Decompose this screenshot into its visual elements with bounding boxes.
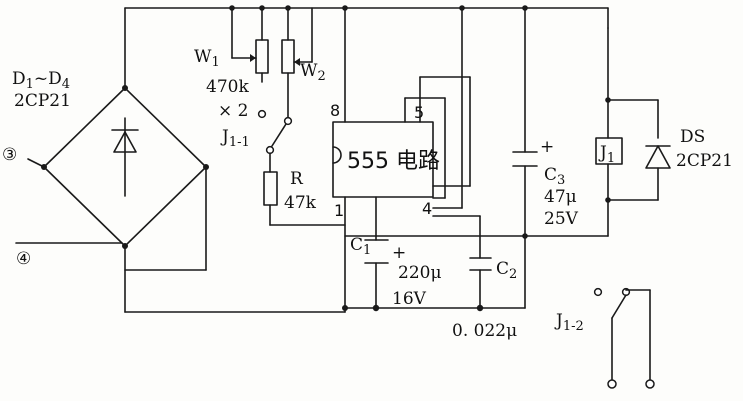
- potentiometers: [231, 7, 346, 226]
- svg-text:C2: C2: [496, 259, 517, 282]
- c2-value: 0. 022μ: [452, 321, 517, 341]
- j11-name: J: [220, 127, 229, 147]
- capacitor-c2: [469, 257, 492, 309]
- c1-voltage: 16V: [392, 289, 427, 309]
- c1-name: C: [350, 235, 363, 255]
- c3-name: C: [544, 165, 557, 185]
- capacitor-c3: [344, 7, 609, 309]
- capacitor-c1: [364, 239, 389, 309]
- svg-text:J1: J1: [598, 143, 615, 166]
- c3-voltage: 25V: [544, 209, 579, 229]
- terminal-3: ③: [2, 145, 17, 165]
- c1-polarity: +: [392, 243, 406, 263]
- c3-polarity: +: [540, 137, 554, 157]
- pin-1: 1: [334, 201, 344, 220]
- pin-8: 8: [330, 101, 340, 120]
- ic-555: [332, 7, 481, 309]
- pin-5: 5: [414, 103, 424, 122]
- ic-label: 555 电路: [347, 149, 440, 174]
- relay-and-diode: [595, 27, 671, 237]
- relay-name: J: [598, 143, 607, 163]
- w2-name: W: [300, 61, 318, 81]
- ds-name: DS: [680, 127, 705, 147]
- terminal-4: ④: [16, 249, 31, 269]
- bridge-rectifier: [15, 85, 209, 313]
- c2-name: C: [496, 259, 509, 279]
- svg-text:C1: C1: [350, 235, 371, 258]
- svg-text:J1-2: J1-2: [554, 311, 584, 334]
- ground-rail: [124, 304, 526, 313]
- top-rail: [124, 5, 609, 89]
- svg-text:W1: W1: [194, 47, 220, 70]
- w1-multiplier: × 2: [218, 101, 248, 121]
- c3-value: 47μ: [544, 187, 577, 207]
- bridge-type: 2CP21: [14, 91, 71, 111]
- contact-j1-2: [593, 287, 655, 389]
- svg-text:D1~D4: D1~D4: [12, 69, 70, 92]
- r-name: R: [290, 169, 304, 189]
- c1-value: 220μ: [398, 263, 442, 283]
- svg-text:J1-1: J1-1: [220, 127, 250, 150]
- w1-name: W: [194, 47, 212, 67]
- r-value: 47k: [284, 193, 317, 213]
- j12-name: J: [554, 311, 563, 331]
- labels: D1~D4 2CP21 ③ ④ W1 470k × 2 W2 J1-1 R 47…: [2, 47, 733, 341]
- svg-text:W2: W2: [300, 61, 326, 84]
- ds-type: 2CP21: [676, 151, 733, 171]
- w1-value: 470k: [206, 77, 249, 97]
- pin-4: 4: [422, 199, 432, 218]
- bridge-name: D: [12, 69, 26, 89]
- svg-text:C3: C3: [544, 165, 565, 188]
